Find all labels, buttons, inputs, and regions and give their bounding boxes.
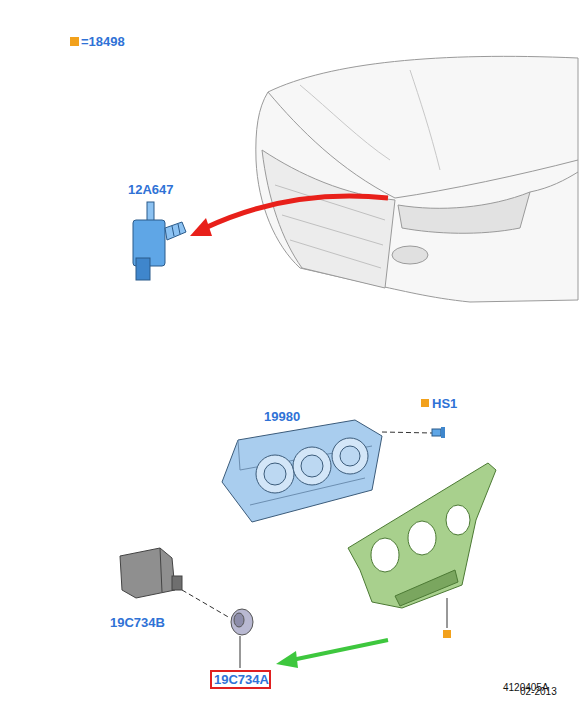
part-number: 19C734A <box>214 672 269 687</box>
vehicle-front <box>256 56 578 302</box>
screw <box>432 427 445 438</box>
climate-control-panel <box>222 420 382 522</box>
legend-swatch <box>70 37 79 46</box>
legend-text: =18498 <box>81 34 125 49</box>
part-number: 19980 <box>264 409 300 424</box>
sensor-part <box>133 202 186 280</box>
arrow-head <box>276 651 298 668</box>
part-number: HS1 <box>432 396 457 411</box>
location-arrow <box>205 196 388 228</box>
arrow-head <box>190 218 212 236</box>
location-arrow <box>292 640 388 660</box>
part-number: 12A647 <box>128 182 174 197</box>
legend-symbol <box>421 399 429 407</box>
bezel <box>348 463 496 608</box>
highlighted-part-number: 19C734A <box>210 670 271 689</box>
date-code: 02-2013 <box>520 684 557 699</box>
switch-part <box>120 548 182 598</box>
knob <box>231 609 253 635</box>
legend-symbol <box>443 630 451 638</box>
part-number: 19C734B <box>110 615 165 630</box>
